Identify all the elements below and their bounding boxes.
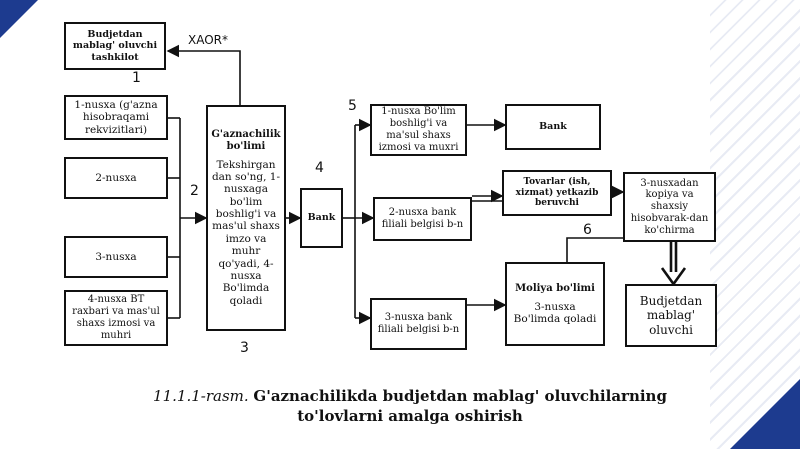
- copy-3-box: 3-nusxa: [64, 236, 168, 278]
- copy-2-box: 2-nusxa: [64, 157, 168, 199]
- route-copy-1-box: 1-nusxa Bo'lim boshlig'i va ma'sul shaxs…: [370, 104, 467, 156]
- recipient-org-text: Budjetdan mablag' oluvchi tashkilot: [72, 29, 158, 63]
- finance-body: 3-nusxa Bo'limda qoladi: [513, 300, 597, 325]
- finance-title: Moliya bo'limi: [515, 282, 595, 294]
- bank-right-box: Bank: [505, 104, 601, 150]
- copy-3-text: 3-nusxa: [95, 250, 137, 263]
- step-number-1: 1: [132, 70, 141, 86]
- bank-right-text: Bank: [539, 121, 567, 133]
- route-copy-3-box: 3-nusxa bank filiali belgisi b-n: [370, 298, 467, 350]
- bank-middle-text: Bank: [307, 212, 336, 224]
- caption-number: 11.1.1-rasm.: [153, 387, 249, 405]
- recipient-org-box: Budjetdan mablag' oluvchi tashkilot: [64, 22, 166, 70]
- treasury-box: G'aznachilik bo'limi Tekshirgan dan so'n…: [206, 105, 286, 331]
- route-copy-3-text: 3-nusxa bank filiali belgisi b-n: [377, 312, 460, 335]
- stripe-decoration: [710, 0, 800, 449]
- route-copy-2-text: 2-nusxa bank filiali belgisi b-n: [381, 207, 464, 230]
- copy-1-text: 1-nusxa (g'azna hisobraqami rekvizitlari…: [74, 98, 158, 136]
- copy-1-box: 1-nusxa (g'azna hisobraqami rekvizitlari…: [64, 95, 168, 140]
- figure-caption: 11.1.1-rasm. G'aznachilikda budjetdan ma…: [110, 387, 710, 426]
- route-copy-2-box: 2-nusxa bank filiali belgisi b-n: [373, 197, 472, 241]
- copy-note-box: 3-nusxadan kopiya va shaxsiy hisobvarak-…: [623, 172, 716, 242]
- step-number-4: 4: [315, 160, 324, 176]
- copy-2-text: 2-nusxa: [95, 171, 137, 184]
- caption-line-1: G'aznachilikda budjetdan mablag' oluvchi…: [253, 387, 667, 405]
- copy-4-text: 4-nusxa BT raxbari va mas'ul shaxs izmos…: [72, 294, 160, 341]
- recipient-bottom-box: Budjetdan mablag' oluvchi: [625, 284, 717, 347]
- step-number-2: 2: [190, 183, 199, 199]
- copy-4-box: 4-nusxa BT raxbari va mas'ul shaxs izmos…: [64, 290, 168, 346]
- xaor-label: XAOR*: [188, 33, 229, 47]
- recipient-bottom-text: Budjetdan mablag' oluvchi: [639, 294, 703, 337]
- supplier-text: Tovarlar (ish, xizmat) yetkazib beruvchi: [515, 177, 599, 209]
- treasury-title: G'aznachilik bo'limi: [211, 128, 281, 152]
- treasury-body: Tekshirgan dan so'ng, 1-nusxaga bo'lim b…: [211, 158, 281, 307]
- caption-line-2: to'lovlarni amalga oshirish: [297, 406, 523, 425]
- bank-middle-box: Bank: [300, 188, 343, 248]
- route-copy-1-text: 1-nusxa Bo'lim boshlig'i va ma'sul shaxs…: [378, 106, 459, 153]
- step-number-5: 5: [348, 98, 357, 114]
- corner-decoration-top-left: [0, 0, 38, 38]
- finance-box: Moliya bo'limi 3-nusxa Bo'limda qoladi: [505, 262, 605, 346]
- step-number-6: 6: [583, 222, 592, 238]
- step-number-3: 3: [240, 340, 249, 356]
- copy-note-text: 3-nusxadan kopiya va shaxsiy hisobvarak-…: [630, 177, 709, 236]
- corner-decoration-bottom-right: [730, 379, 800, 449]
- supplier-box: Tovarlar (ish, xizmat) yetkazib beruvchi: [502, 170, 612, 216]
